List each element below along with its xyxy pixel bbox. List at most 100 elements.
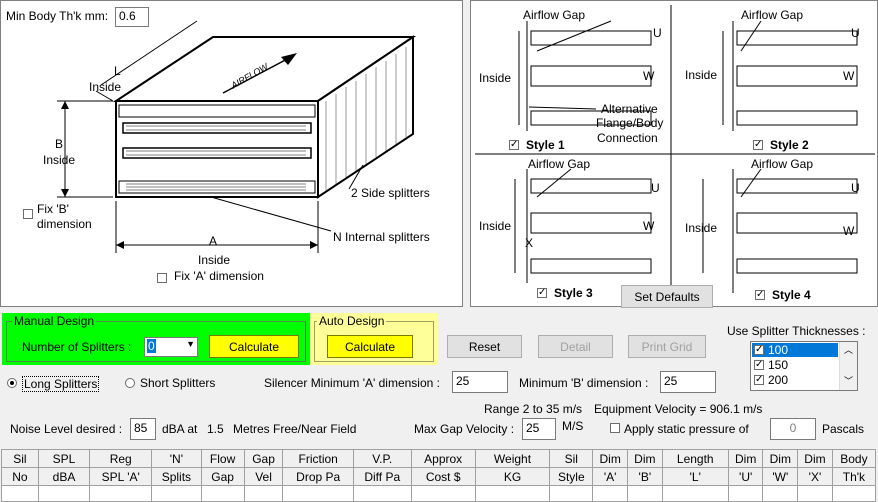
long-splitters-label: Long Splitters [22, 376, 100, 392]
grid-cell[interactable] [89, 485, 153, 502]
grid-cell[interactable] [831, 485, 877, 502]
fix-a-label: Fix 'A' dimension [174, 269, 264, 283]
max-gap-input[interactable]: 25 [522, 418, 556, 440]
chevron-down-icon[interactable]: ﹀ [844, 376, 854, 386]
grid-header-cell: 'X' [797, 467, 833, 486]
grid-cell[interactable] [661, 485, 729, 502]
results-grid[interactable]: Sil SPL Reg 'N' Flow Gap Friction V.P. A… [1, 449, 877, 502]
grid-header-cell: KG [474, 467, 551, 486]
grid-cell[interactable] [37, 485, 91, 502]
thickness-item-100[interactable]: ✓ 100 [752, 343, 838, 357]
auto-calculate-button[interactable]: Calculate [327, 335, 413, 358]
min-body-input[interactable]: 0.6 [115, 7, 149, 27]
min-body-label: Min Body Th'k mm: [6, 9, 109, 23]
alt-connection-2: Flange/Body [596, 116, 664, 130]
num-splitters-label: Number of Splitters : [22, 340, 132, 354]
chevron-up-icon[interactable]: ︿ [844, 345, 854, 355]
manual-calculate-button[interactable]: Calculate [209, 335, 299, 358]
detail-button[interactable]: Detail [538, 335, 613, 358]
grid-cell[interactable] [410, 485, 476, 502]
style3-U: U [651, 181, 660, 195]
grid-header-row-1: Sil SPL Reg 'N' Flow Gap Friction V.P. A… [1, 449, 877, 468]
apply-static-label: Apply static pressure of [624, 422, 749, 436]
grid-cell[interactable] [592, 485, 628, 502]
set-defaults-button[interactable]: Set Defaults [621, 285, 713, 308]
style3-checkbox[interactable]: ✓ [537, 287, 547, 298]
grid-header-cell: Vel [243, 467, 284, 486]
grid-header-cell: Dim [592, 449, 628, 468]
side-splitters-label: 2 Side splitters [351, 186, 430, 200]
grid-cell[interactable] [151, 485, 202, 502]
silencer-3d-diagram [57, 20, 417, 253]
style2-checkbox[interactable]: ✓ [753, 139, 763, 150]
grid-header-cell: 'W' [762, 467, 799, 486]
style1-checkbox[interactable]: ✓ [509, 139, 519, 150]
min-b-input[interactable]: 25 [660, 371, 716, 393]
grid-cell[interactable] [1, 485, 39, 502]
reset-button[interactable]: Reset [447, 335, 522, 358]
max-gap-label: Max Gap Velocity : [414, 422, 515, 436]
fix-b-checkbox[interactable] [23, 209, 33, 219]
min-a-input[interactable]: 25 [452, 371, 508, 393]
splitter-thickness-list[interactable]: ✓ 100 ✓ 150 ✓ 200 ︿ ﹀ [750, 341, 858, 391]
auto-design-group: Auto Design Calculate [310, 313, 438, 365]
auto-design-title: Auto Design [317, 314, 387, 328]
styles-diagram [475, 5, 875, 304]
equipment-velocity: Equipment Velocity = 906.1 m/s [594, 402, 763, 416]
grid-header-cell: Dim [762, 449, 799, 468]
table-row[interactable] [1, 485, 877, 502]
splitter-thickness-title: Use Splitter Thicknesses : [727, 324, 866, 338]
grid-header-cell: Style [549, 467, 594, 486]
grid-header-cell: Sil [1, 449, 39, 468]
ms-label: M/S [562, 419, 584, 433]
chevron-down-icon[interactable]: ▼ [186, 339, 195, 349]
style1-label: Style 1 [526, 138, 565, 152]
grid-cell[interactable] [243, 485, 284, 502]
range-text: Range 2 to 35 m/s [484, 402, 583, 416]
style3-W: W [643, 219, 655, 233]
static-pressure-input[interactable]: 0 [770, 418, 816, 440]
alt-connection-3: Connection [597, 131, 658, 145]
apply-static-checkbox[interactable] [610, 423, 620, 433]
list-scrollbar[interactable]: ︿ ﹀ [839, 342, 857, 390]
grid-header-cell: 'N' [151, 449, 202, 468]
alt-connection-1: Alternative [601, 102, 658, 116]
style4-checkbox[interactable]: ✓ [755, 289, 765, 300]
fix-a-checkbox[interactable] [157, 273, 167, 283]
grid-cell[interactable] [549, 485, 594, 502]
style4-U: U [851, 181, 860, 195]
grid-header-cell: Gap [200, 467, 245, 486]
internal-splitters-label: N Internal splitters [333, 230, 430, 244]
long-splitters-radio[interactable] [7, 378, 17, 388]
grid-header-cell: SPL 'A' [89, 467, 153, 486]
style1-U: U [653, 26, 662, 40]
print-grid-button[interactable]: Print Grid [628, 335, 706, 358]
num-splitters-select[interactable]: 0 ▼ [144, 337, 198, 357]
grid-cell[interactable] [200, 485, 245, 502]
grid-header-cell: Drop Pa [282, 467, 354, 486]
grid-cell[interactable] [474, 485, 551, 502]
grid-cell[interactable] [282, 485, 354, 502]
grid-cell[interactable] [627, 485, 663, 502]
grid-cell[interactable] [727, 485, 764, 502]
grid-cell[interactable] [762, 485, 799, 502]
style3-inside: Inside [479, 219, 512, 233]
thickness-item-200[interactable]: ✓ 200 [754, 373, 789, 387]
noise-level-input[interactable]: 85 [130, 418, 156, 440]
grid-header-cell: V.P. [352, 449, 412, 468]
style4-inside: Inside [685, 221, 718, 235]
grid-header-cell: Flow [200, 449, 245, 468]
grid-header-cell: 'A' [592, 467, 628, 486]
grid-header-cell: Dim [627, 449, 663, 468]
grid-header-cell: Approx [410, 449, 476, 468]
noise-level-label: Noise Level desired : [10, 422, 123, 436]
grid-header-cell: Gap [243, 449, 284, 468]
thickness-item-150[interactable]: ✓ 150 [754, 358, 789, 372]
grid-header-cell: Friction [282, 449, 354, 468]
short-splitters-radio[interactable] [125, 378, 135, 388]
grid-header-cell: Th'k [831, 467, 877, 486]
min-a-label: Silencer Minimum 'A' dimension : [264, 376, 440, 390]
grid-cell[interactable] [797, 485, 833, 502]
grid-cell[interactable] [352, 485, 412, 502]
style1-W: W [643, 69, 655, 83]
